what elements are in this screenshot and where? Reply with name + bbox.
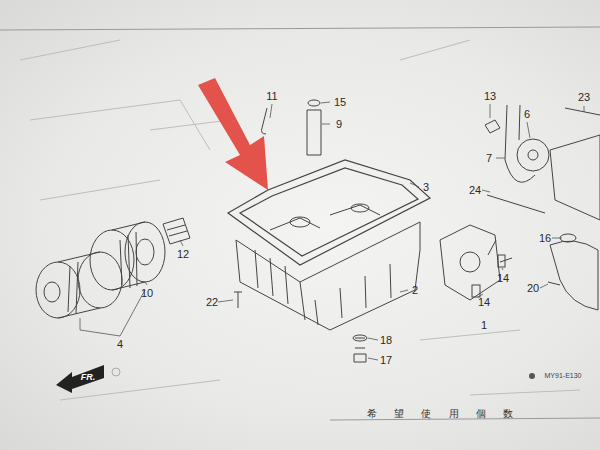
callout-number: 24: [469, 184, 481, 196]
callout-number: 10: [141, 287, 153, 299]
callout-number: 7: [486, 152, 492, 164]
figure-code: MY91-E130: [545, 372, 582, 380]
callout-number: 11: [266, 90, 277, 102]
callout-number: 22: [206, 296, 218, 308]
pan-bolts: [234, 292, 367, 362]
red-pointer-arrow: [198, 78, 268, 190]
direction-label: FR.: [81, 373, 96, 383]
oil-pan: [236, 204, 420, 330]
callout-number: 13: [484, 90, 496, 102]
frame-line: [0, 27, 600, 30]
callout-number: 3: [423, 181, 429, 193]
front-arrow: [56, 365, 104, 393]
callout-number: 6: [524, 108, 530, 120]
callout-number: 12: [177, 248, 189, 260]
callout-number: 15: [334, 96, 346, 108]
callout-number: 9: [336, 118, 342, 130]
callout-number: 18: [380, 334, 392, 346]
callout-number: 14: [497, 272, 509, 284]
callout-number: 23: [578, 91, 590, 103]
callout-number: 1: [481, 319, 487, 331]
callout-number: 2: [412, 284, 418, 296]
oil-filter: [36, 252, 122, 318]
table-heading: 希 望 使 用 個 数: [367, 408, 513, 419]
faint-background-lines: [20, 40, 580, 400]
dowel-pin: [262, 100, 322, 155]
chain-and-sprocket: [485, 105, 600, 220]
faint-symbol: [112, 368, 120, 376]
leader-lines: [80, 102, 584, 360]
oil-strainer: [548, 234, 598, 310]
dot-marker: [529, 373, 535, 379]
filter-element: [90, 222, 165, 290]
callout-number: 4: [117, 338, 123, 350]
callout-number: 20: [527, 282, 539, 294]
callout-number: 16: [539, 232, 551, 244]
callout-number: 17: [380, 354, 392, 366]
filter-bolt: [163, 218, 190, 244]
oil-pump: [440, 225, 512, 300]
callout-number: 14: [478, 296, 490, 308]
